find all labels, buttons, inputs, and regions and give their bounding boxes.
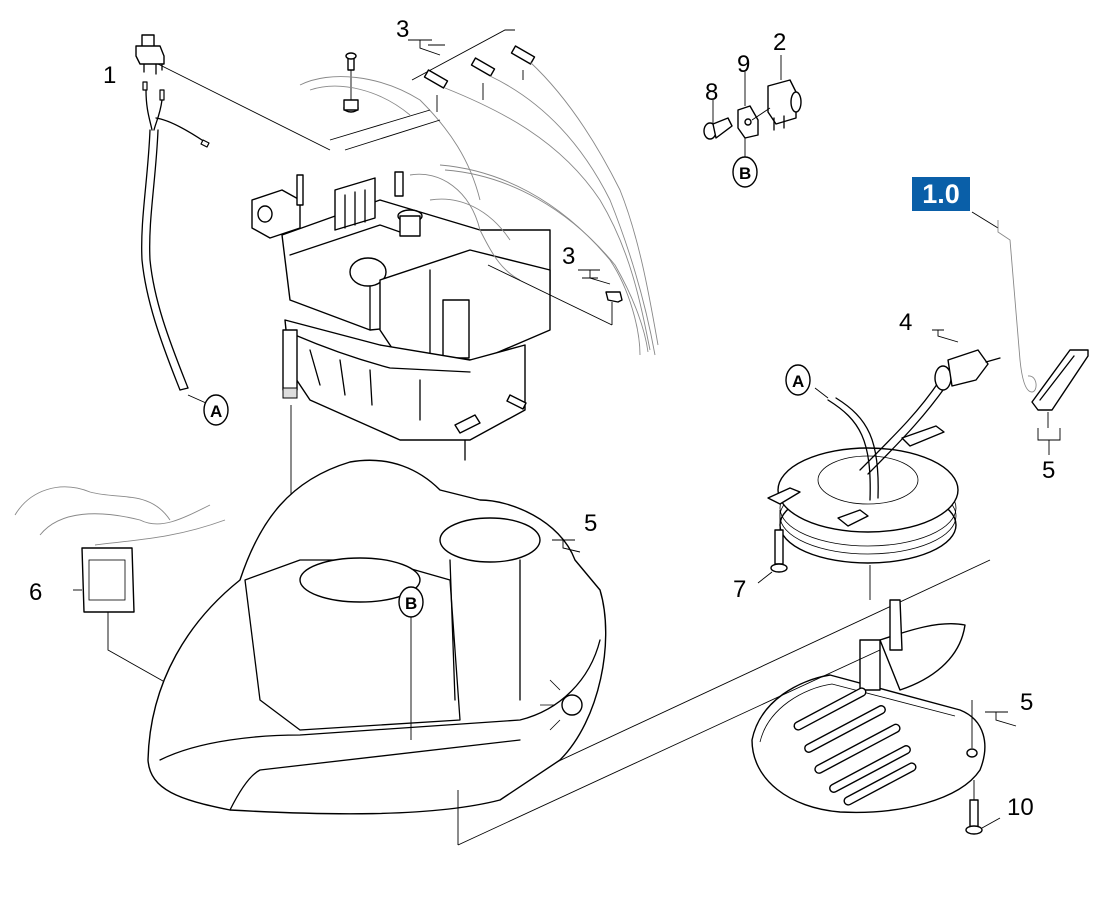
part-boiler-unit [251, 164, 649, 590]
ref-circle-B-housing: B [398, 586, 424, 740]
callout-2: 2 [773, 29, 786, 56]
ref-B-housing-label: B [405, 594, 417, 613]
part-screw-clip-socket [703, 55, 802, 160]
part-main-housing [147, 459, 881, 846]
callout-8: 8 [705, 79, 718, 106]
ref-circle-A-right: A [785, 364, 811, 396]
callout-10: 10 [1007, 794, 1034, 821]
callout-5-holder: 5 [1042, 457, 1055, 484]
section-badge: 1.0 [912, 177, 970, 211]
callout-3-top: 3 [396, 16, 409, 43]
callout-4: 4 [899, 309, 912, 336]
part-base-plate [751, 599, 1017, 814]
ref-circle-B-top: B [732, 156, 758, 188]
callout-3-clip: 3 [562, 243, 575, 270]
ref-B-top-label: B [739, 164, 751, 183]
callout-1: 1 [103, 62, 116, 89]
part-cable-clip [578, 269, 623, 325]
ref-A-right-label: A [792, 372, 804, 391]
ref-A-left-label: A [210, 402, 222, 421]
part-cable-reel [457, 329, 1001, 809]
callout-5-base: 5 [1020, 689, 1033, 716]
part-reel-screw [757, 529, 788, 584]
ref-circle-A-left: A [187, 394, 229, 426]
part-base-screw [965, 780, 1001, 835]
callout-7: 7 [733, 576, 746, 603]
callout-6: 6 [29, 579, 42, 606]
part-small-screw-top [299, 52, 481, 201]
part-push-button-switch [135, 34, 331, 391]
callout-9: 9 [737, 51, 750, 78]
part-hook-holder [971, 211, 1089, 455]
part-wire-connectors [408, 29, 659, 356]
callout-5-housing: 5 [584, 510, 597, 537]
